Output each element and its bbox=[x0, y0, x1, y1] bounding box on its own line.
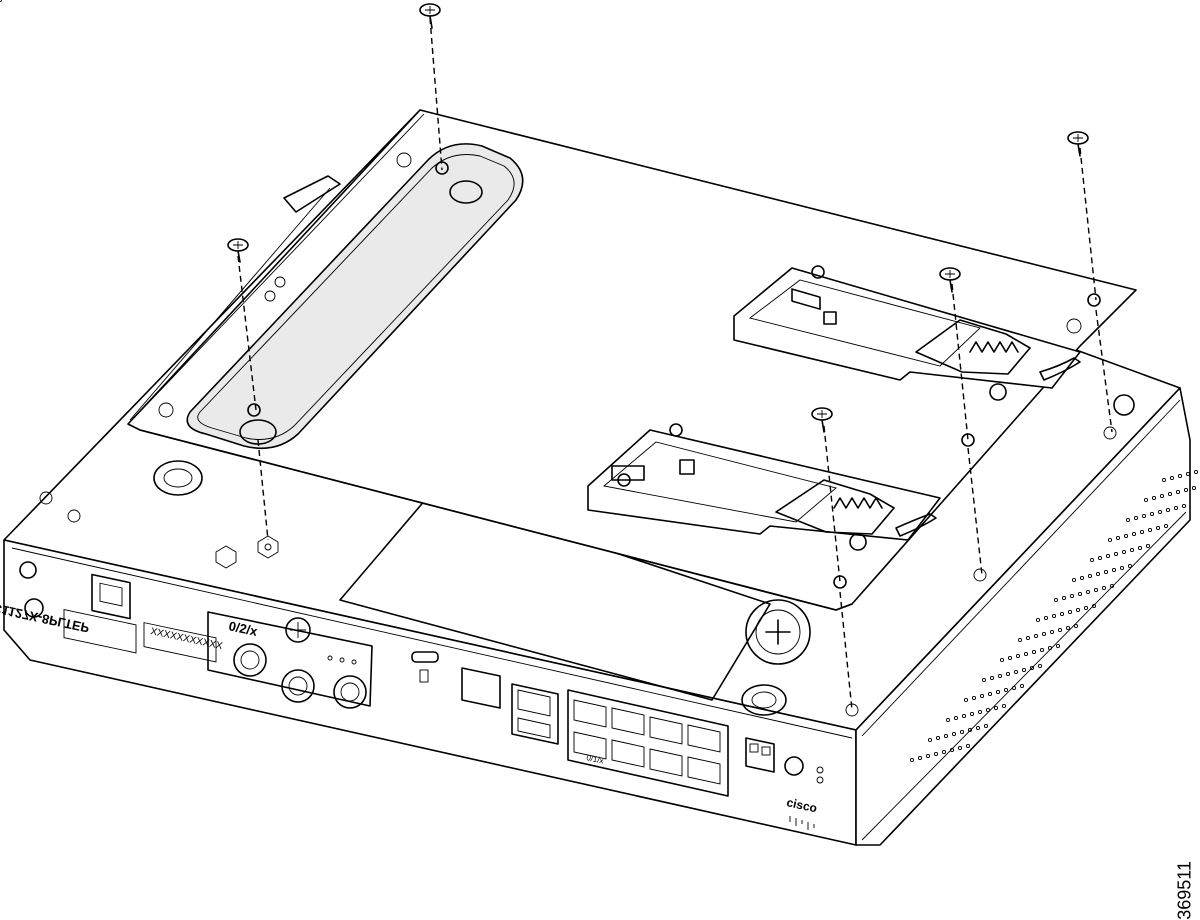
antenna-connector-icon bbox=[281, 669, 315, 703]
din-rail-clip bbox=[733, 265, 1081, 401]
nut-icon bbox=[215, 545, 237, 569]
antenna-connector-icon bbox=[333, 675, 367, 709]
slot-label: 0/2/x bbox=[227, 618, 259, 639]
mounting-screw bbox=[939, 267, 983, 576]
console-usb-port bbox=[511, 683, 559, 745]
lte-module bbox=[207, 611, 373, 707]
ground-icon bbox=[19, 561, 37, 579]
mounting-screw bbox=[811, 407, 853, 711]
rubber-foot bbox=[153, 460, 203, 496]
spring-icon bbox=[833, 497, 883, 509]
antenna-connector-icon bbox=[233, 643, 267, 677]
figure-number: 369511 bbox=[1175, 861, 1195, 920]
lock-icon bbox=[24, 598, 44, 618]
plate-slot bbox=[186, 143, 524, 450]
nut-icon bbox=[257, 535, 279, 559]
power-connector bbox=[745, 737, 775, 773]
mounting-screw bbox=[1067, 131, 1113, 433]
usb-c-port bbox=[411, 651, 439, 663]
ports-label: 0/1/x bbox=[586, 753, 605, 765]
mounting-screw bbox=[227, 238, 269, 541]
label-recess bbox=[339, 491, 771, 701]
power-switch-icon bbox=[784, 756, 804, 776]
thumbscrew-icon bbox=[285, 617, 311, 643]
spring-icon bbox=[969, 341, 1019, 353]
ground-screw-icon bbox=[745, 599, 811, 665]
brand-logo: cisco bbox=[785, 795, 818, 815]
mounting-screw bbox=[419, 3, 443, 171]
foot-icon bbox=[1113, 394, 1135, 416]
ethernet-ports bbox=[567, 689, 729, 797]
rubber-foot bbox=[741, 684, 787, 716]
sfp-port bbox=[461, 667, 501, 709]
bracket-installation-diagram: C1127X-8PLTEP XXXXXXXXXXX 0/2/x bbox=[0, 0, 1200, 846]
din-rail-clip bbox=[587, 423, 941, 551]
